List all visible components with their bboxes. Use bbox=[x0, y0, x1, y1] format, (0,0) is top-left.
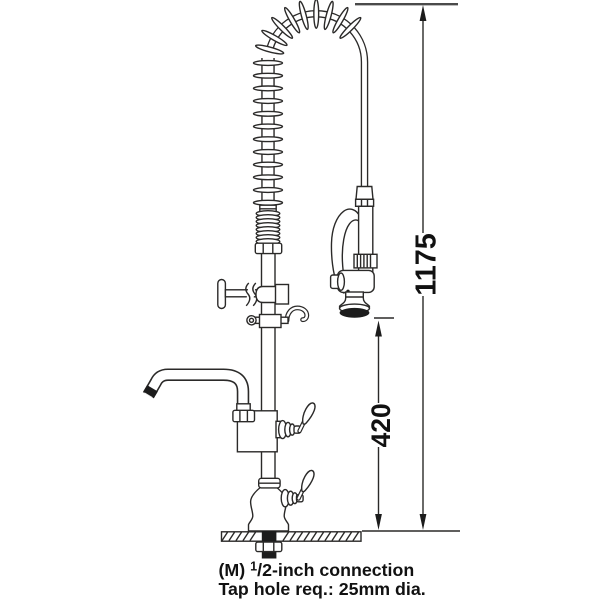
wall-bracket-cross-handle bbox=[217, 278, 290, 310]
caption-line1: (M) 1/2-inch connection bbox=[219, 560, 415, 580]
knurled-nut bbox=[353, 253, 378, 269]
mounting-deck bbox=[220, 531, 362, 559]
hose-spring-coils bbox=[252, 0, 362, 255]
dimension-label-1175: 1175 bbox=[411, 233, 443, 295]
spray-valve-assembly bbox=[329, 185, 378, 318]
hose-hook bbox=[246, 305, 310, 329]
spout-nut bbox=[232, 409, 256, 423]
deck-hatching bbox=[221, 531, 360, 541]
faucet-base-body bbox=[247, 469, 315, 532]
shank-nut bbox=[255, 541, 283, 553]
pipe-break-symbol bbox=[245, 282, 251, 307]
hose-arc bbox=[265, 10, 369, 190]
upper-valve-handle bbox=[297, 402, 316, 434]
lower-valve-handle bbox=[296, 469, 315, 501]
spout-tip-band bbox=[143, 385, 158, 399]
spray-head bbox=[338, 291, 371, 318]
dimension-line-1175 bbox=[419, 5, 427, 530]
caption-line2: Tap hole req.: 25mm dia. bbox=[219, 579, 426, 599]
dimension-line-420 bbox=[375, 320, 382, 530]
spray-face-bumper bbox=[339, 307, 370, 318]
add-on-valve-body bbox=[232, 402, 316, 453]
dimension-label-420: 420 bbox=[366, 403, 396, 447]
hose-union-collar bbox=[355, 185, 374, 200]
swing-spout bbox=[142, 368, 250, 407]
